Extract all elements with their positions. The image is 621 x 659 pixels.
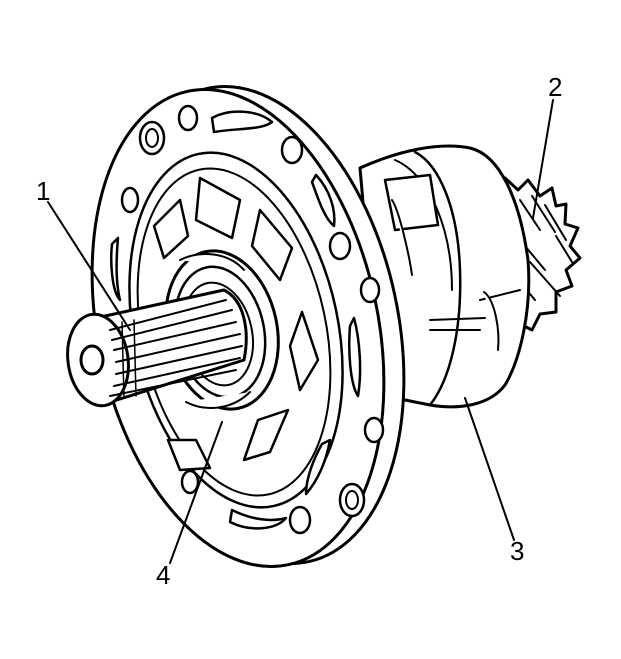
callout-3: 3: [510, 536, 524, 566]
flange-bolt-holes: [120, 104, 385, 535]
splined-shaft: [66, 288, 248, 408]
flange-oil-slots: [110, 110, 362, 530]
callout-labels: 1 2 3 4: [36, 72, 562, 590]
leader-4: [169, 421, 223, 564]
flange-spoke-windows: [152, 176, 320, 472]
leader-1: [47, 201, 131, 331]
callout-leaders: [47, 99, 554, 564]
callout-4: 4: [156, 560, 170, 590]
callout-2: 2: [548, 72, 562, 102]
leader-3: [464, 397, 515, 541]
callout-1: 1: [36, 176, 50, 206]
leader-2: [532, 99, 554, 219]
